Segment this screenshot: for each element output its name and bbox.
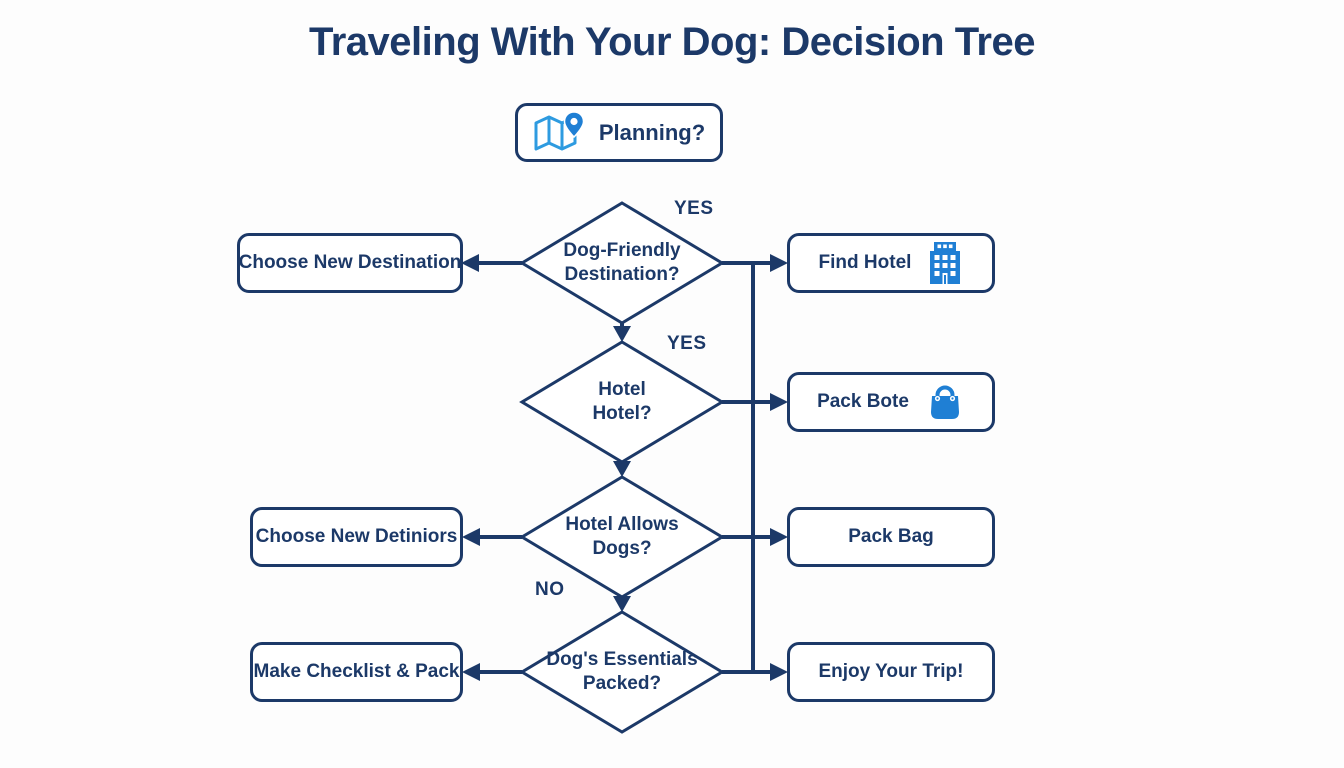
node-choose-new-detiniors: Choose New Detiniors [250,507,463,567]
arrow-down-icon [613,326,631,342]
diamond-label-line: Dogs? [592,538,652,559]
diamond-label-hotel: Hotel Hotel? [522,342,722,462]
diamond-label-line: Hotel Allows [565,513,679,535]
diamond-hotel-allows-dogs [519,475,725,599]
node-find-hotel: Find Hotel [787,233,995,293]
diamond-label-line: Hotel? [592,403,652,424]
diamond-label-essentials-packed: Dog's Essentials Packed? [512,612,732,732]
node-label: Make Checklist & Pack [253,661,460,682]
arrow-right-icon [770,254,788,272]
node-label: Pack Bag [848,526,934,547]
diamond-label-line: Packed? [582,673,662,694]
arrow-down-icon [613,596,631,612]
node-enjoy-your-trip: Enjoy Your Trip! [787,642,995,702]
node-make-checklist-pack: Make Checklist & Pack [250,642,463,702]
connector-lines [477,261,772,674]
diamond-label-line: Dog's Essentials [546,648,698,670]
shopping-bag-icon [925,382,965,422]
arrow-left-icon [462,528,480,546]
diamond-label-line: Dog-Friendly [563,239,681,261]
arrow-down-icon [613,461,631,477]
node-planning: Planning? [515,103,723,162]
page-title: Traveling With Your Dog: Decision Tree [309,20,1035,64]
decision-diamonds [519,201,725,734]
edge-label-yes: YES [667,333,707,354]
arrow-right-icon [770,663,788,681]
arrow-left-icon [461,254,479,272]
node-pack-bag: Pack Bag [787,507,995,567]
diamond-hotel [519,340,725,464]
edge-label-yes: YES [674,198,714,219]
hotel-building-icon [927,242,963,284]
edge-label-no: NO [535,579,565,600]
map-pin-icon [533,110,585,155]
diamond-essentials-packed [519,610,725,734]
diamond-label-hotel-allows-dogs: Hotel Allows Dogs? [522,477,722,597]
diamond-label-line: Hotel [598,378,646,400]
node-label: Choose New Destination [238,252,462,273]
arrow-right-icon [770,393,788,411]
node-pack-bote: Pack Bote [787,372,995,432]
node-label: Pack Bote [817,391,909,412]
node-label: Planning? [598,119,706,145]
arrow-left-icon [462,663,480,681]
arrowheads [461,254,788,681]
diamond-dog-friendly-destination [519,201,725,325]
diamond-label-line: Destination? [564,264,680,285]
arrow-right-icon [770,528,788,546]
node-label: Find Hotel [818,252,912,273]
node-choose-new-destination: Choose New Destination [237,233,463,293]
diamond-label-dog-friendly-destination: Dog-Friendly Destination? [522,203,722,323]
node-label: Choose New Detiniors [255,526,458,547]
node-label: Enjoy Your Trip! [818,661,964,682]
